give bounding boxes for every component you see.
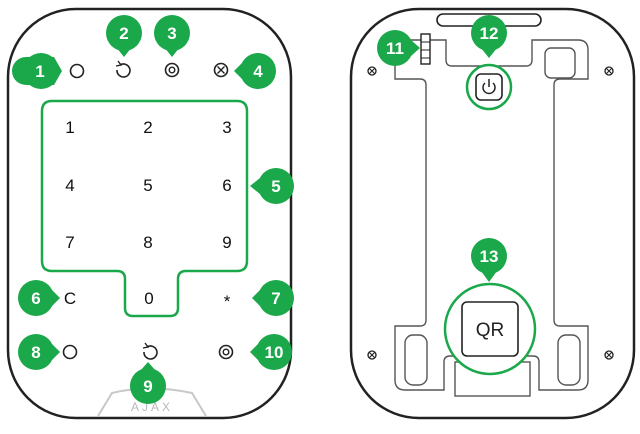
callout-9: 9: [130, 362, 166, 404]
svg-text:3: 3: [167, 24, 176, 43]
rotate-icon[interactable]: [115, 60, 131, 78]
screw-icon: [604, 66, 614, 76]
back-body: [349, 7, 636, 420]
key-9[interactable]: 9: [222, 233, 231, 252]
rotate-icon[interactable]: [142, 342, 158, 360]
callout-6: 6: [18, 280, 60, 316]
svg-text:9: 9: [143, 377, 152, 396]
callout-2: 2: [106, 15, 142, 57]
callout-7: 7: [252, 280, 294, 316]
svg-text:1: 1: [35, 62, 44, 81]
screw-icon: [367, 350, 377, 360]
key-5[interactable]: 5: [143, 176, 152, 195]
callouts: 1 2 3 4 5 6: [12, 15, 507, 404]
screw-icon: [604, 350, 614, 360]
cutout-right: [557, 334, 581, 386]
callout-12: 12: [471, 15, 507, 58]
callout-10: 10: [250, 334, 292, 370]
circle-icon[interactable]: [69, 63, 85, 79]
target-icon[interactable]: [218, 344, 234, 360]
callout-3: 3: [154, 15, 190, 57]
callout-13: 13: [471, 238, 507, 282]
power-icon: [482, 79, 496, 95]
callout-1: 1: [12, 53, 62, 89]
key-2[interactable]: 2: [143, 118, 152, 137]
svg-text:10: 10: [265, 343, 284, 362]
callout-11: 11: [377, 30, 420, 66]
key-7[interactable]: 7: [65, 233, 74, 252]
svg-text:4: 4: [253, 62, 263, 81]
svg-text:13: 13: [480, 247, 499, 266]
key-star[interactable]: *: [224, 292, 231, 311]
svg-text:7: 7: [271, 289, 280, 308]
svg-text:8: 8: [31, 343, 40, 362]
qr-code: [461, 301, 519, 357]
cutout-top-right: [544, 47, 576, 79]
cutout-left: [404, 334, 428, 386]
callout-5: 5: [250, 168, 294, 204]
back-panel: QR: [349, 7, 636, 420]
front-panel: AJAX 1 2 3 4 5 6 7 8 9 0 C *: [6, 7, 293, 420]
key-0[interactable]: 0: [144, 289, 153, 308]
key-clear[interactable]: C: [64, 289, 76, 308]
keypad-outline: [40, 99, 249, 318]
svg-text:6: 6: [31, 289, 40, 308]
key-6[interactable]: 6: [222, 176, 231, 195]
svg-text:5: 5: [271, 177, 280, 196]
screw-icon: [367, 66, 377, 76]
circle-icon[interactable]: [62, 344, 78, 360]
callout-8: 8: [18, 334, 60, 370]
key-8[interactable]: 8: [143, 233, 152, 252]
key-4[interactable]: 4: [65, 176, 74, 195]
front-logo: AJAX: [131, 400, 173, 414]
key-1[interactable]: 1: [65, 118, 74, 137]
svg-text:12: 12: [480, 24, 499, 43]
tamper-icon[interactable]: [420, 33, 431, 65]
target-icon[interactable]: [164, 62, 180, 78]
qr-label: QR: [476, 320, 505, 341]
key-3[interactable]: 3: [222, 118, 231, 137]
callout-4: 4: [234, 53, 276, 89]
x-circle-icon[interactable]: [213, 62, 229, 78]
front-body: [6, 7, 293, 420]
svg-text:11: 11: [386, 39, 404, 58]
svg-text:2: 2: [119, 24, 128, 43]
mounting-plate-outline: [394, 39, 589, 391]
